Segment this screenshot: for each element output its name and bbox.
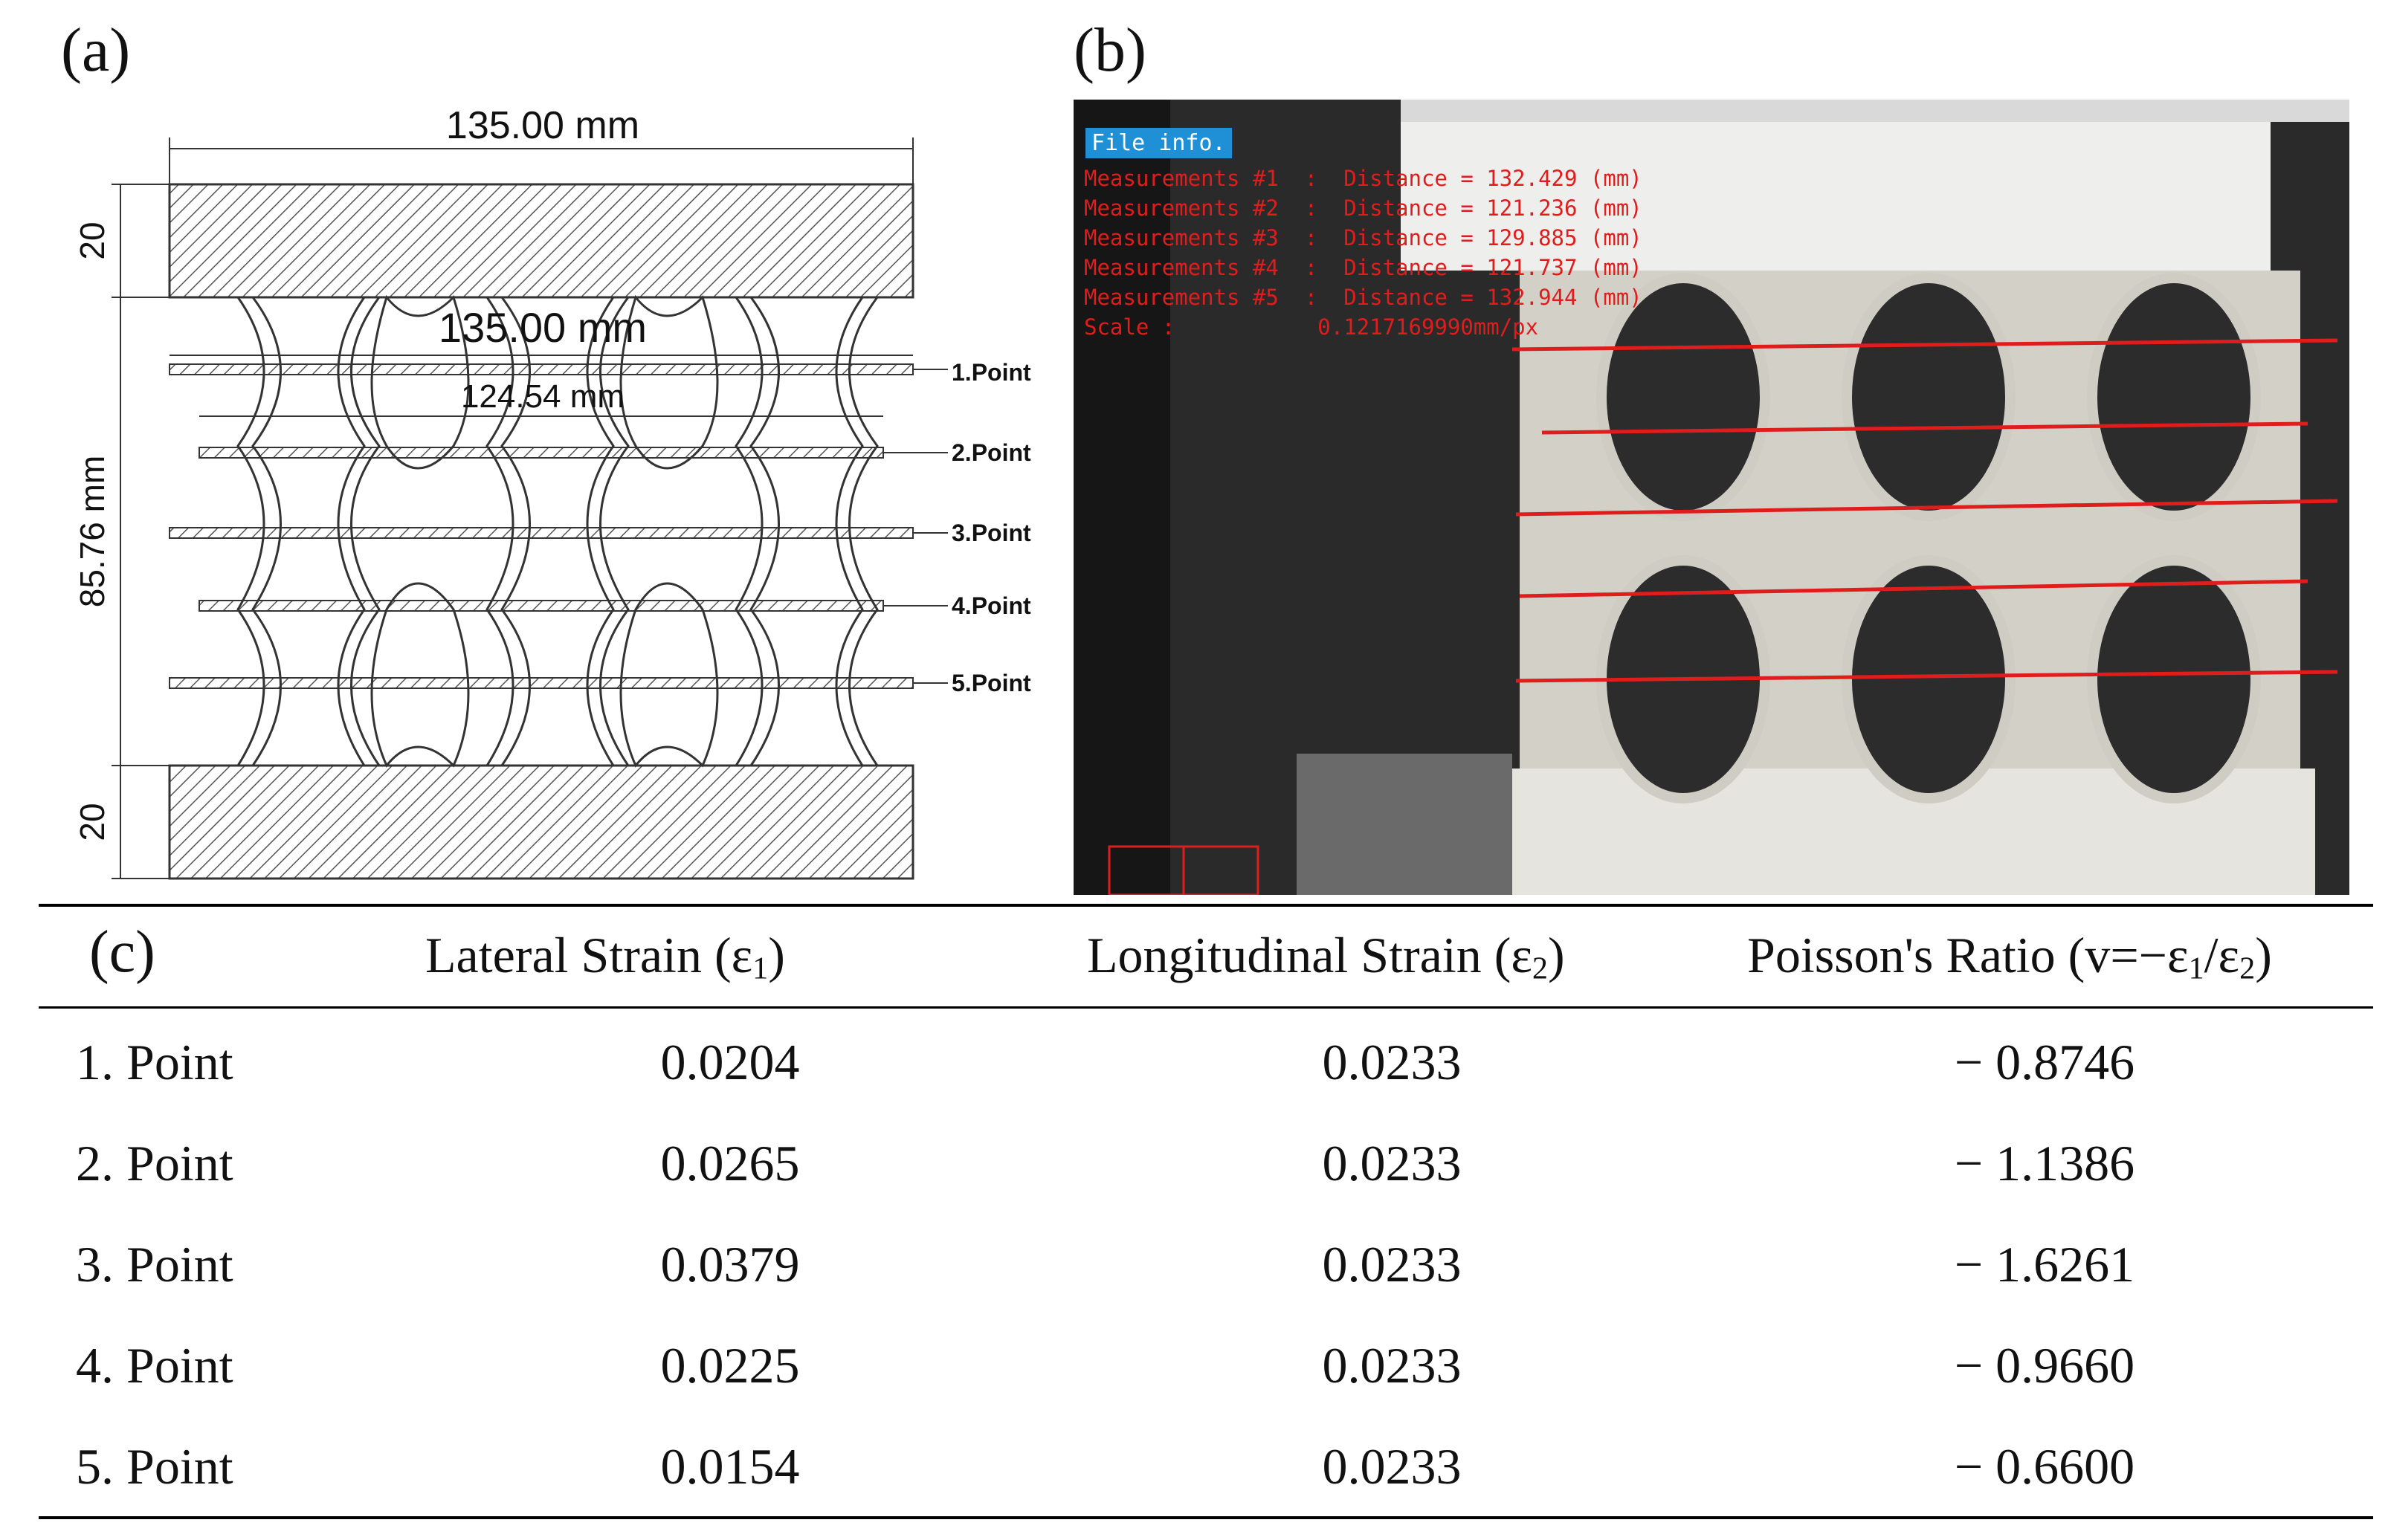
table-rule-bottom xyxy=(39,1516,2373,1519)
row-4-lateral: 0.0225 xyxy=(660,1337,800,1394)
point-label-3: 3.Point xyxy=(952,520,1031,546)
row-2-poisson: − 1.1386 xyxy=(1954,1135,2135,1191)
dim-bottom-block-label: 20 xyxy=(73,803,112,841)
row-3-lateral: 0.0379 xyxy=(660,1236,800,1292)
photo-scene xyxy=(1074,100,2349,895)
row-5-poisson: − 0.6600 xyxy=(1954,1438,2135,1495)
bottom-block xyxy=(168,764,914,880)
file-info-badge: File info. xyxy=(1085,128,1232,158)
panel-label-a: (a) xyxy=(61,16,131,85)
measurement-lines xyxy=(1511,338,2338,683)
row-5-longitudinal: 0.0233 xyxy=(1322,1438,1462,1495)
measurement-5: Measurements #5 : Distance = 132.944 (mm… xyxy=(1084,285,1642,310)
measurement-4: Measurements #4 : Distance = 121.737 (mm… xyxy=(1084,255,1642,280)
row-5-point: 5. Point xyxy=(76,1438,233,1495)
header-lateral-strain: Lateral Strain (ε1) xyxy=(425,927,785,986)
row-2-longitudinal: 0.0233 xyxy=(1322,1135,1462,1191)
voids xyxy=(370,294,719,768)
row-1-point: 1. Point xyxy=(76,1034,233,1090)
measurement-photo: File info. Measurements #1 : Distance = … xyxy=(1074,100,2349,895)
point-label-1: 1.Point xyxy=(952,359,1031,386)
technical-drawing: 135.00 mm 135.00 mm 124.54 mm 20 85.76 m… xyxy=(73,104,1031,880)
clamp xyxy=(1297,754,1512,895)
dimension-lines xyxy=(112,138,948,879)
row-2-lateral: 0.0265 xyxy=(660,1135,800,1191)
row-3-poisson: − 1.6261 xyxy=(1954,1236,2135,1292)
row-4-point: 4. Point xyxy=(76,1337,233,1394)
row-2-point: 2. Point xyxy=(76,1135,233,1191)
panel-label-c: (c) xyxy=(89,919,155,985)
scale-readout: Scale : 0.1217169990mm/px xyxy=(1084,314,1539,340)
point-label-5: 5.Point xyxy=(952,670,1031,696)
measurement-2: Measurements #2 : Distance = 121.236 (mm… xyxy=(1084,195,1642,221)
row-4-longitudinal: 0.0233 xyxy=(1322,1337,1462,1394)
dim-top-block-label: 20 xyxy=(73,221,112,259)
row-1-lateral: 0.0204 xyxy=(660,1034,800,1090)
header-poisson-ratio: Poisson's Ratio (v=−ε1/ε2) xyxy=(1747,927,2272,986)
row-5-lateral: 0.0154 xyxy=(660,1438,800,1495)
measurement-1: Measurements #1 : Distance = 132.429 (mm… xyxy=(1084,166,1642,191)
table-rule-mid xyxy=(39,1006,2373,1009)
header-longitudinal-strain: Longitudinal Strain (ε2) xyxy=(1087,927,1565,986)
top-block xyxy=(168,183,914,299)
row-1-longitudinal: 0.0233 xyxy=(1322,1034,1462,1090)
table-rule-top xyxy=(39,904,2373,907)
point-label-2: 2.Point xyxy=(952,439,1031,466)
dim-inner2-label: 124.54 mm xyxy=(461,378,625,415)
row-3-point: 3. Point xyxy=(76,1236,233,1292)
curved-ribs xyxy=(236,297,879,766)
row-3-longitudinal: 0.0233 xyxy=(1322,1236,1462,1292)
dim-height-label: 85.76 mm xyxy=(73,456,112,608)
row-1-poisson: − 0.8746 xyxy=(1954,1034,2135,1090)
dim-inner-label: 135.00 mm xyxy=(439,304,647,351)
dim-top-label: 135.00 mm xyxy=(446,104,639,147)
measurement-3: Measurements #3 : Distance = 129.885 (mm… xyxy=(1084,225,1642,250)
row-4-poisson: − 0.9660 xyxy=(1954,1337,2135,1394)
point-label-4: 4.Point xyxy=(952,592,1031,619)
panel-label-b: (b) xyxy=(1074,16,1146,85)
